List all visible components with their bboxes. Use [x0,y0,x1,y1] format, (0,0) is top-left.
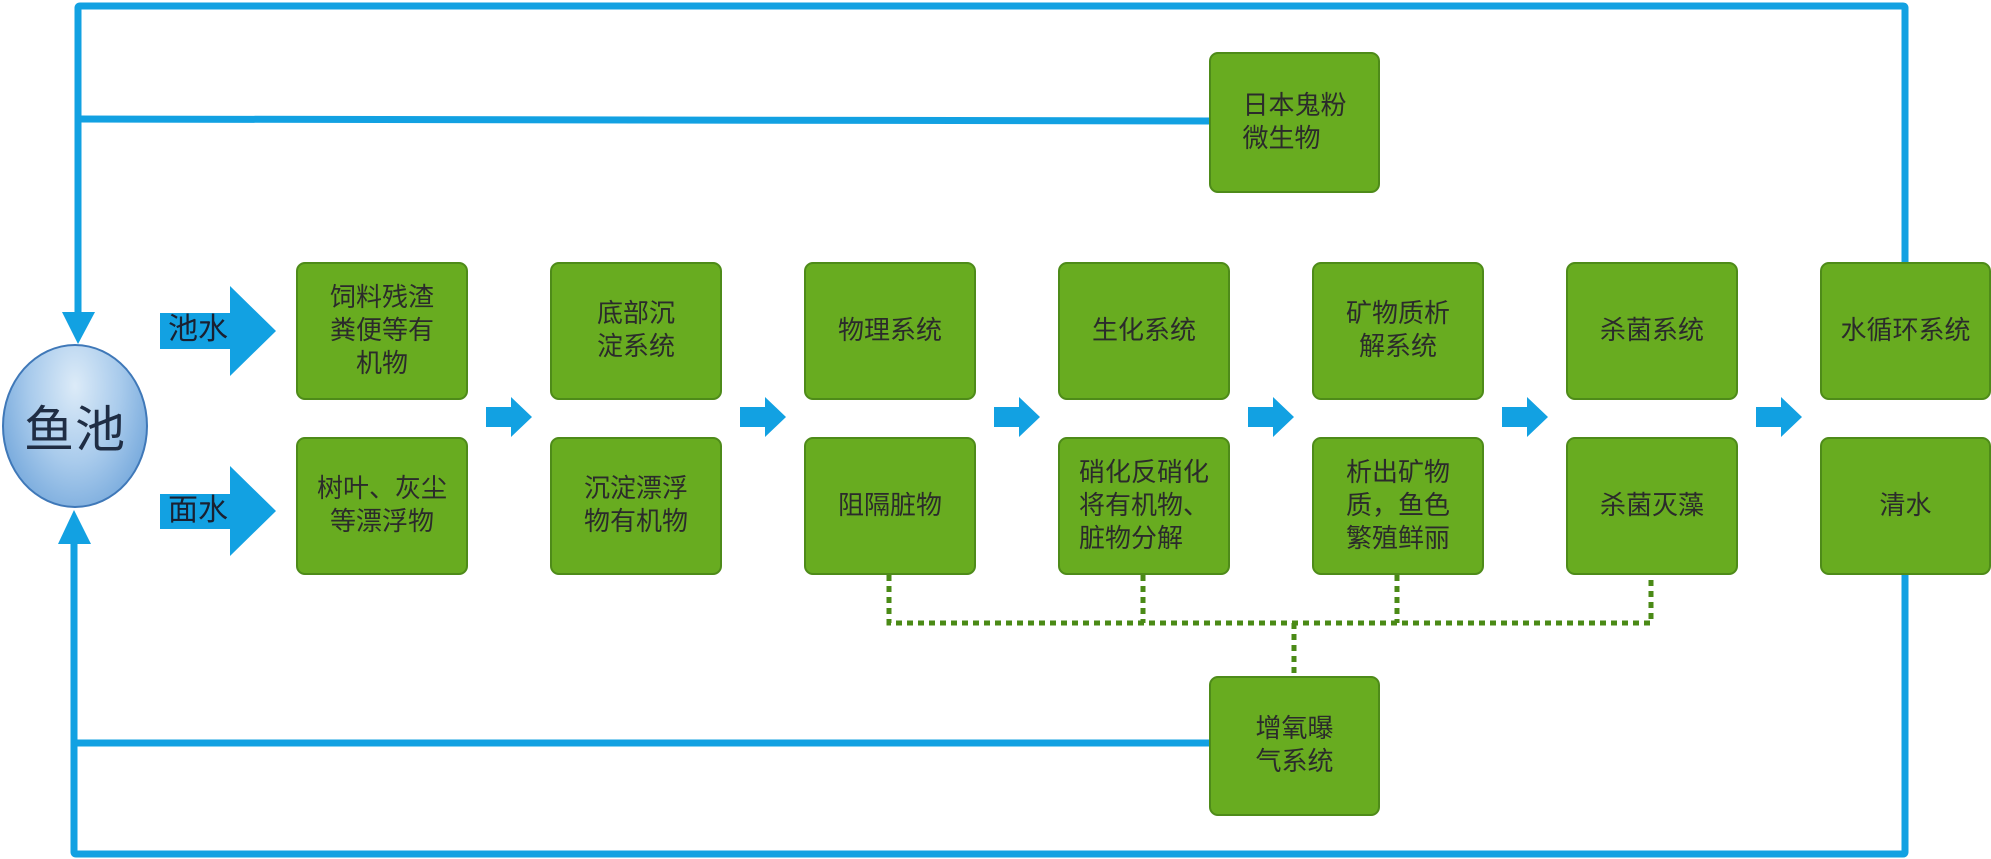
microbe-label: 日本鬼粉 微生物 [1242,90,1347,154]
stage-1-top-label: 饲料残渣 粪便等有 机物 [329,282,434,379]
stage-6-bottom-label: 杀菌灭藻 [1599,490,1704,521]
return-arrow-down-icon [62,312,95,344]
stage-5-top-label: 矿物质析 解系统 [1345,299,1450,362]
stage-2-bottom-box: 沉淀漂浮 物有机物 [550,437,722,575]
aeration-dotted-connectors [886,575,1654,676]
stage-7-bottom-label: 清水 [1879,490,1932,521]
surface-water-label: 面水 [168,493,228,528]
return-arrow-up-icon [58,510,91,544]
stage-3-bottom-box: 阻隔脏物 [804,437,976,575]
stage-1-bottom-box: 树叶、灰尘 等漂浮物 [296,437,468,575]
stage-4-top-label: 生化系统 [1091,315,1196,346]
flow-arrow-1-icon [486,397,532,437]
stage-5-bottom-label: 析出矿物 质，鱼色 繁殖鲜丽 [1345,457,1450,554]
stage-2-top-box: 底部沉 淀系统 [550,262,722,400]
stage-4-top-box: 生化系统 [1058,262,1230,400]
aeration-box: 增氧曝 气系统 [1209,676,1380,816]
flow-arrow-6-icon [1756,397,1802,437]
microbe-box: 日本鬼粉 微生物 [1209,52,1380,193]
aeration-label: 增氧曝 气系统 [1255,714,1334,777]
stage-3-top-label: 物理系统 [837,315,942,346]
stage-1-top-box: 饲料残渣 粪便等有 机物 [296,262,468,400]
return-loop-top-line [74,2,1909,318]
stage-4-bottom-label: 硝化反硝化 将有机物、 脏物分解 [1078,457,1209,554]
flow-arrow-4-icon [1248,397,1294,437]
stage-7-bottom-box: 清水 [1820,437,1991,575]
stage-3-top-box: 物理系统 [804,262,976,400]
stage-5-bottom-box: 析出矿物 质，鱼色 繁殖鲜丽 [1312,437,1484,575]
stage-6-bottom-box: 杀菌灭藻 [1566,437,1738,575]
stage-2-bottom-label: 沉淀漂浮 物有机物 [583,474,688,537]
stage-1-bottom-label: 树叶、灰尘 等漂浮物 [316,474,447,537]
surface-water-inflow-arrow-icon [160,466,276,556]
stage-7-top-box: 水循环系统 [1820,262,1991,400]
return-loop-bottom-line [70,538,1909,858]
stage-4-bottom-box: 硝化反硝化 将有机物、 脏物分解 [1058,437,1230,575]
stage-5-top-box: 矿物质析 解系统 [1312,262,1484,400]
stage-6-top-label: 杀菌系统 [1599,315,1704,346]
microbe-feed-line [77,115,1211,125]
flow-arrow-3-icon [994,397,1040,437]
stage-7-top-label: 水循环系统 [1840,315,1971,346]
flow-arrow-5-icon [1502,397,1548,437]
stage-3-bottom-label: 阻隔脏物 [837,490,942,521]
pool-water-inflow-arrow-icon [160,286,276,376]
flow-arrow-2-icon [740,397,786,437]
stage-6-top-box: 杀菌系统 [1566,262,1738,400]
fish-pond: 鱼池 [2,344,148,508]
stage-2-top-label: 底部沉 淀系统 [596,299,675,362]
pool-water-label: 池水 [168,312,228,347]
fish-pond-label: 鱼池 [24,401,126,459]
